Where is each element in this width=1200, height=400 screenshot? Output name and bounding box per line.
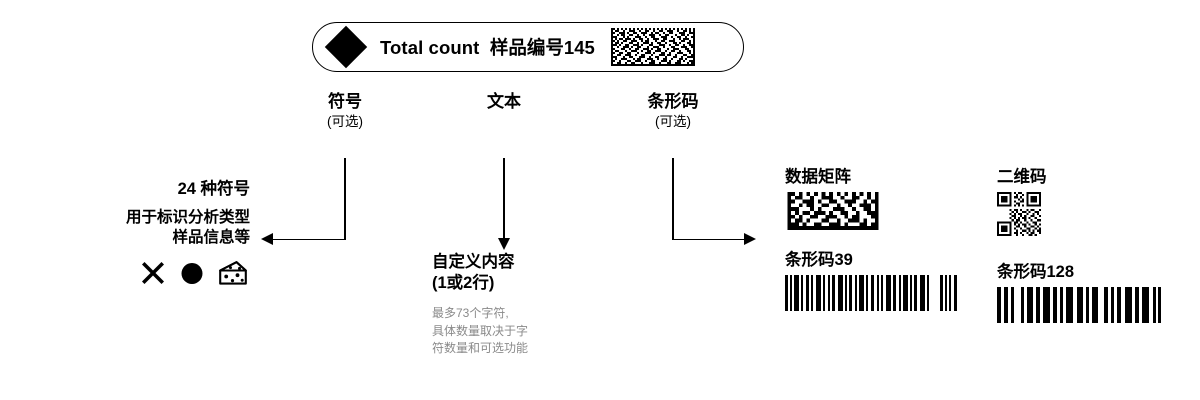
data-matrix-code-icon bbox=[610, 28, 695, 66]
datamatrix-title: 数据矩阵 bbox=[785, 168, 851, 186]
callout-text-title: 文本 bbox=[487, 92, 521, 111]
callout-barcode-title: 条形码 bbox=[647, 92, 699, 111]
code128-title: 条形码128 bbox=[997, 263, 1075, 281]
diamond-icon bbox=[324, 25, 368, 69]
callout-symbol: 符号 (可选) bbox=[275, 92, 415, 129]
connector-barcode-arrowhead bbox=[744, 233, 756, 245]
code-column-datamatrix: 数据矩阵 条形码39 bbox=[785, 163, 985, 311]
code39-barcode-icon bbox=[785, 275, 957, 311]
callout-symbol-title: 符号 bbox=[328, 92, 362, 111]
cross-x-icon bbox=[142, 262, 164, 285]
connector-barcode-vertical bbox=[672, 158, 674, 240]
connector-symbol-vertical bbox=[344, 158, 346, 240]
callout-barcode-sub: (可选) bbox=[655, 113, 691, 129]
connector-symbol-arrowhead bbox=[261, 233, 273, 245]
custom-text-title-line-2: (1或2行) bbox=[432, 274, 495, 293]
label-text-cn: 样品编号145 bbox=[489, 37, 595, 58]
code39-title: 条形码39 bbox=[785, 251, 853, 269]
sample-label-pill: Total count 样品编号145 bbox=[312, 22, 744, 72]
label-text-en: Total count bbox=[380, 37, 480, 58]
symbols-description-line-2: 样品信息等 bbox=[172, 229, 250, 247]
connector-barcode-horizontal bbox=[672, 238, 745, 241]
callout-symbol-sub: (可选) bbox=[327, 113, 363, 129]
cheese-wedge-icon bbox=[219, 261, 247, 285]
custom-text-note-line-2: 具体数量取决于字 bbox=[432, 323, 529, 338]
connector-text-arrowhead bbox=[497, 238, 510, 250]
custom-text-note-line-1: 最多73个字符, bbox=[432, 306, 509, 321]
callout-text: 文本 bbox=[434, 92, 574, 114]
connector-text-vertical bbox=[503, 158, 505, 240]
code-column-qrcode: 二维码 bbox=[997, 163, 1197, 323]
qr-code-icon bbox=[997, 192, 1041, 236]
symbols-description-line-1: 用于标识分析类型 bbox=[125, 209, 250, 226]
symbols-count-label: 24 种符号 bbox=[177, 180, 250, 198]
data-matrix-code-icon bbox=[787, 192, 879, 230]
symbols-description-block: 24 种符号 用于标识分析类型 样品信息等 bbox=[20, 175, 250, 286]
code128-barcode-icon bbox=[997, 287, 1161, 323]
qrcode-title: 二维码 bbox=[997, 168, 1047, 186]
custom-text-note-line-3: 符数量和可选功能 bbox=[432, 341, 529, 355]
filled-circle-icon bbox=[181, 263, 203, 285]
custom-text-title-line-1: 自定义内容 bbox=[432, 253, 515, 271]
symbol-glyph-row bbox=[20, 260, 250, 286]
custom-text-block: 自定义内容 (1或2行) 最多73个字符, 具体数量取决于字 符数量和可选功能 bbox=[432, 252, 662, 357]
connector-symbol-horizontal bbox=[273, 238, 345, 241]
label-pill-text: Total count 样品编号145 bbox=[380, 34, 595, 60]
callout-barcode: 条形码 (可选) bbox=[603, 92, 743, 129]
